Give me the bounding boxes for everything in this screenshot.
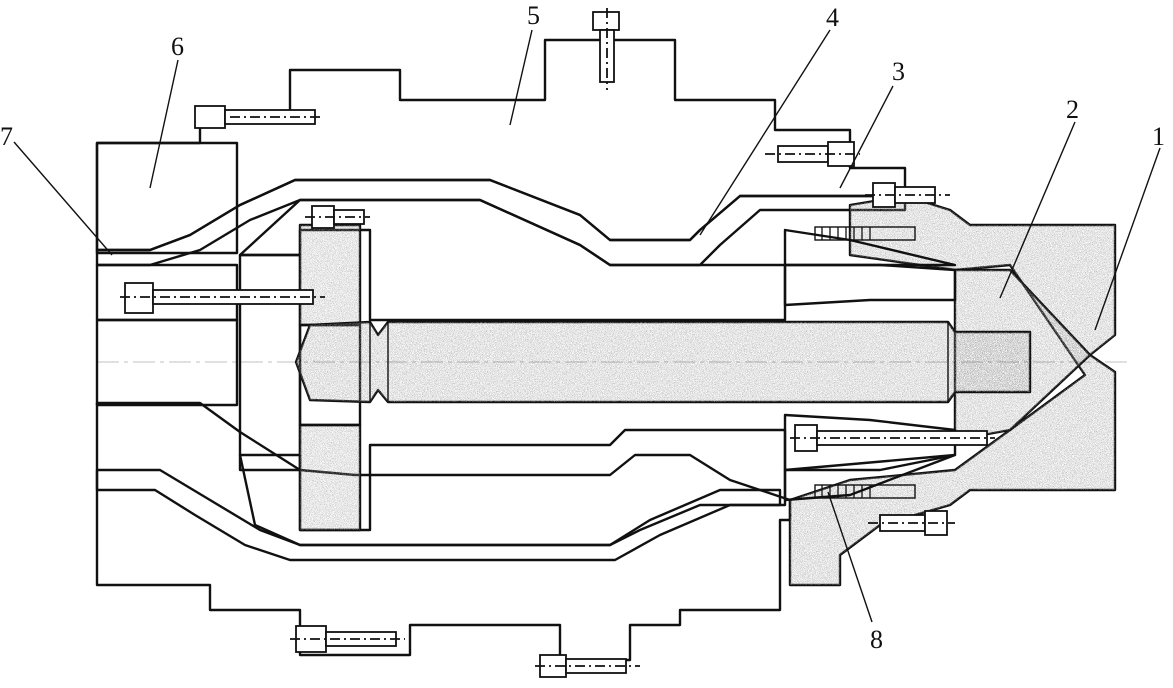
housing-lower — [95, 401, 792, 662]
svg-text:7: 7 — [0, 122, 13, 151]
svg-text:3: 3 — [892, 57, 905, 86]
svg-text:8: 8 — [870, 625, 883, 654]
bolt-right-long — [790, 424, 995, 452]
callout-5: 5 — [509, 1, 540, 126]
bolt-bottom-left — [290, 625, 405, 653]
heater-band — [814, 226, 916, 499]
svg-text:5: 5 — [527, 1, 540, 30]
retaining-sleeve — [783, 228, 957, 502]
bolt-top-right — [765, 141, 860, 167]
bolt-left-long — [120, 282, 325, 314]
left-flange — [95, 141, 239, 407]
bolt-plate-small — [305, 205, 370, 229]
bolts — [120, 8, 995, 678]
svg-text:2: 2 — [1066, 95, 1079, 124]
bolt-flange-upper — [865, 182, 950, 208]
bolt-top-left — [194, 105, 320, 129]
bolt-top-vertical — [592, 8, 620, 90]
bolt-flange-lower — [868, 510, 955, 536]
svg-text:6: 6 — [171, 32, 184, 61]
svg-text:4: 4 — [826, 3, 839, 32]
bolt-bottom-right — [535, 654, 640, 678]
callouts: 1 2 3 4 5 6 7 8 — [0, 1, 1165, 654]
support-plate — [238, 223, 362, 532]
callout-8: 8 — [827, 491, 883, 654]
callout-2: 2 — [999, 95, 1079, 299]
callout-3: 3 — [839, 57, 905, 189]
callout-4: 4 — [699, 3, 839, 236]
svg-text:1: 1 — [1152, 122, 1165, 151]
callout-6: 6 — [149, 32, 184, 189]
callout-7: 7 — [0, 122, 113, 256]
callout-1: 1 — [1094, 122, 1165, 331]
central-shaft — [294, 320, 1032, 404]
